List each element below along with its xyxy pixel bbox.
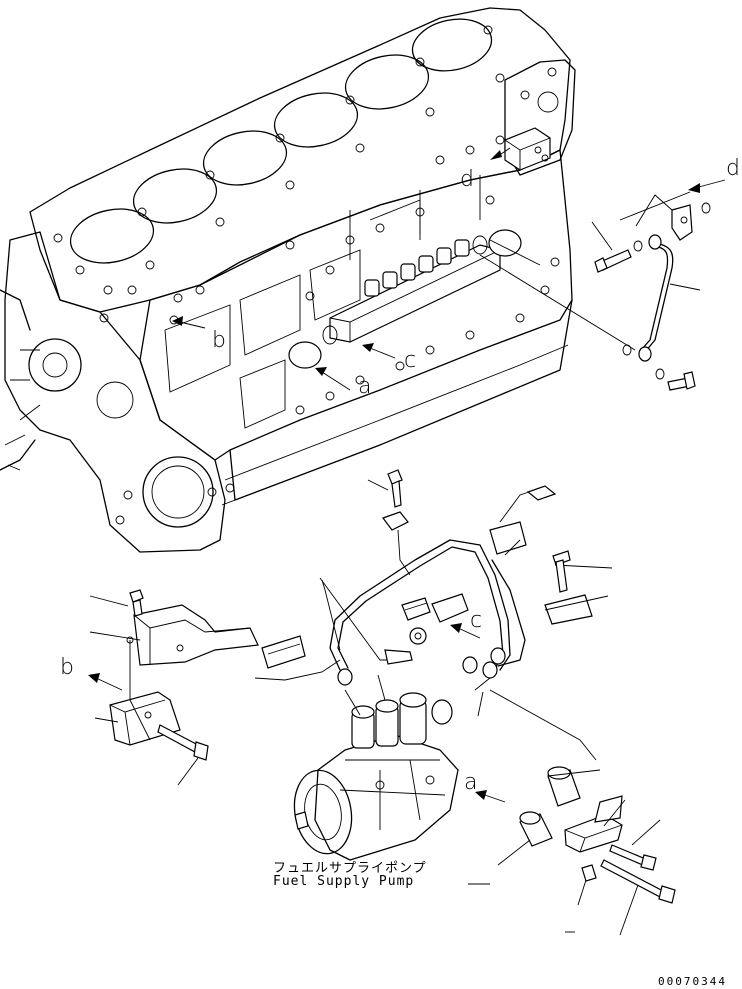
pump-bracket: [88, 589, 259, 786]
block-rear-bracket: [504, 127, 551, 171]
callout-a-spacer: a: [464, 770, 478, 795]
callout-c-block: c: [404, 348, 417, 373]
block-arrows: [172, 147, 726, 391]
common-rail: [288, 229, 522, 369]
callout-a-block: a: [358, 374, 372, 399]
callout-d-arrow: d: [726, 156, 740, 181]
callout-b-block: b: [212, 328, 226, 353]
pipe-c-arrow: [254, 577, 597, 761]
engine-block: [0, 7, 576, 553]
upper-bolt: [367, 469, 411, 576]
drawing-code: 00070344: [658, 975, 727, 988]
pipe-clamps: [261, 485, 613, 669]
fuel-supply-pump: [293, 674, 459, 861]
callout-d-block: d: [460, 167, 474, 192]
caption-japanese: フュエルサプライポンプ: [273, 861, 427, 876]
spacer-assembly: [468, 766, 676, 936]
callout-c-pipe: c: [470, 608, 483, 633]
callout-b-bracket: b: [60, 655, 74, 680]
return-pipe-assembly: [591, 194, 711, 391]
caption-english: Fuel Supply Pump: [273, 874, 415, 889]
high-pressure-pipes: [329, 539, 526, 686]
